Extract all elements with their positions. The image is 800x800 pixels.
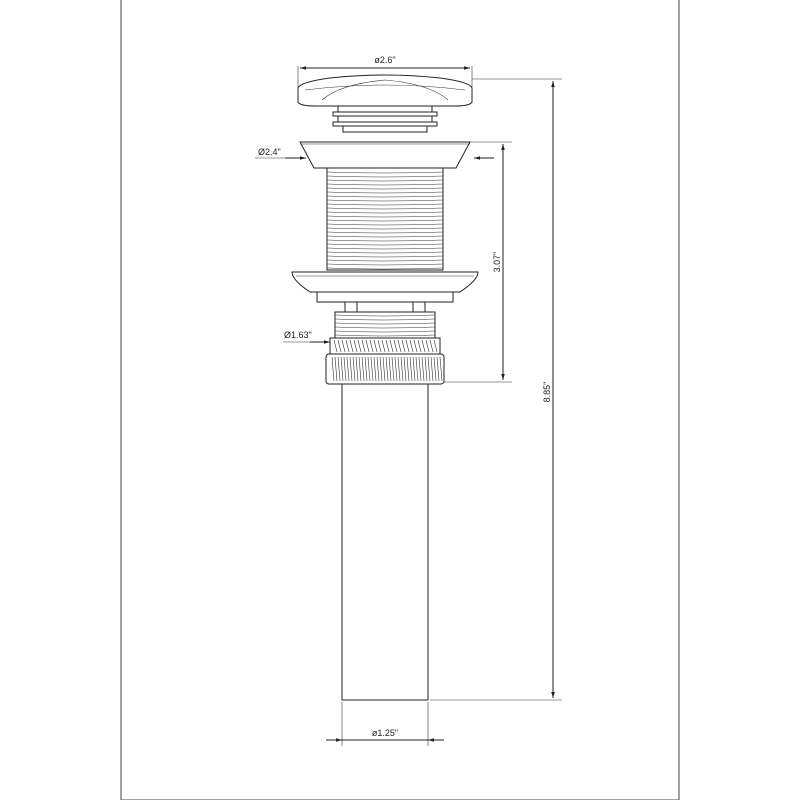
overall-height-label: 8.85": [542, 382, 552, 403]
thread-diameter-dimension: Ø1.63": [283, 330, 330, 344]
tailpiece-diameter-label: ø1.25": [372, 728, 398, 738]
lower-thread: [334, 311, 436, 339]
body-height-dimension: 3.07": [444, 141, 512, 383]
tailpiece-pipe: [341, 383, 429, 701]
thread-diameter-label: Ø1.63": [284, 330, 312, 340]
drain-cap: [297, 74, 473, 107]
cap-diameter-label: ø2.6": [374, 55, 395, 65]
tailpiece-diameter-dimension: ø1.25": [326, 702, 444, 746]
overall-height-dimension: 8.85": [430, 78, 562, 701]
body-height-label: 3.07": [492, 252, 502, 273]
top-flange: [299, 141, 471, 169]
cap-diameter-dimension: ø2.6": [297, 55, 473, 94]
lock-washer: [291, 271, 479, 313]
knurled-nut: [325, 337, 445, 385]
drawing-border: [120, 0, 680, 800]
cap-stem: [332, 105, 438, 133]
flange-diameter-dimension: Ø2.4": [255, 147, 494, 160]
flange-diameter-label: Ø2.4": [258, 147, 281, 157]
threaded-body: [326, 167, 444, 271]
